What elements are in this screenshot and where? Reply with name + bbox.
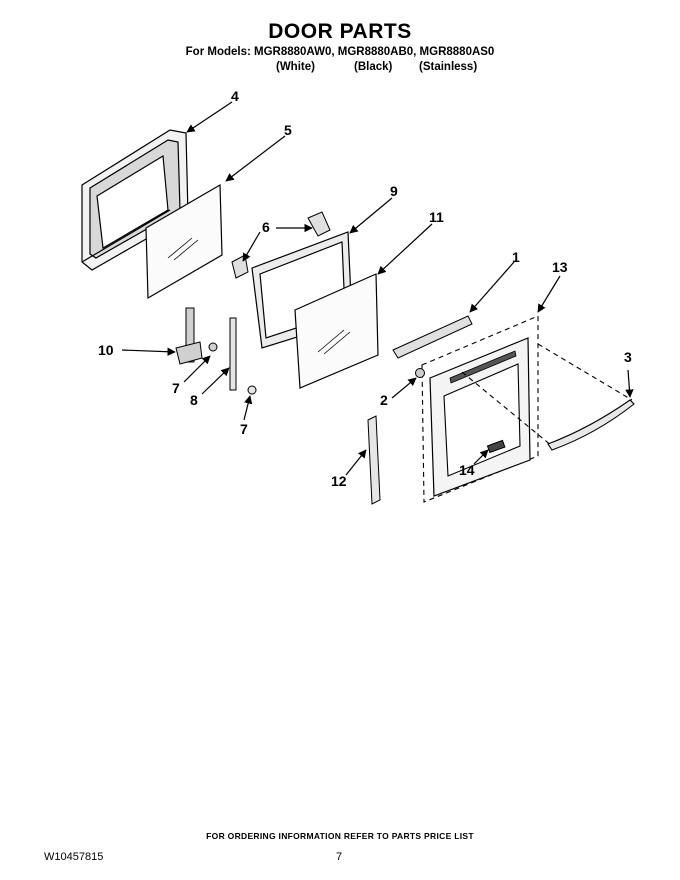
callout-2: 2	[380, 392, 388, 408]
callout-10: 10	[98, 342, 114, 358]
callout-3: 3	[624, 349, 632, 365]
callout-6: 6	[262, 219, 270, 235]
models-line: For Models: MGR8880AW0, MGR8880AB0, MGR8…	[185, 46, 495, 58]
variant-black: (Black)	[354, 61, 393, 73]
callout-5: 5	[284, 122, 292, 138]
callout-8: 8	[190, 392, 198, 408]
callout-14: 14	[459, 462, 475, 478]
page-number: 7	[336, 851, 343, 863]
part-4-inner-door	[81, 129, 189, 271]
part-12-channel	[367, 415, 381, 505]
part-13-outer-door	[421, 315, 539, 503]
callout-12: 12	[331, 473, 347, 489]
part-3-handle	[461, 343, 635, 451]
part-10-hinge	[175, 307, 218, 365]
part-8-rail	[229, 317, 257, 395]
part-5-glass	[145, 183, 223, 300]
leader-lines	[121, 101, 634, 476]
callout-1: 1	[512, 249, 520, 265]
variant-white: (White)	[276, 61, 315, 73]
callout-11: 11	[429, 209, 444, 225]
part-1-trim	[392, 315, 473, 359]
part-2-screw	[415, 368, 425, 378]
part-11-outer-glass	[294, 273, 379, 389]
variant-stainless: (Stainless)	[419, 61, 478, 73]
callout-9: 9	[390, 183, 398, 199]
part-14-latch	[486, 439, 506, 454]
callout-13: 13	[552, 259, 568, 275]
page-title: DOOR PARTS	[268, 20, 412, 43]
callout-4: 4	[231, 88, 239, 104]
callout-7-upper: 7	[172, 380, 180, 396]
callout-7-lower: 7	[240, 421, 248, 437]
document-number: W10457815	[44, 851, 104, 863]
ordering-note: FOR ORDERING INFORMATION REFER TO PARTS …	[206, 831, 474, 841]
